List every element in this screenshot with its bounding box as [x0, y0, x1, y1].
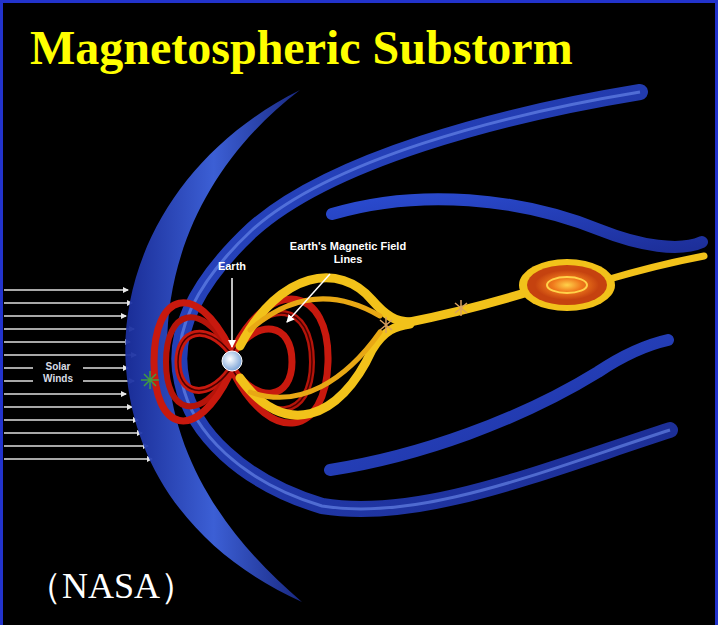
- tail-field-lines: [240, 256, 704, 415]
- leader-line: [287, 274, 330, 322]
- solar-wind-arrow: [4, 419, 138, 420]
- earth-globe: [222, 351, 242, 371]
- tail-field-line: [606, 256, 704, 280]
- magnetopause-highlight: [179, 92, 670, 509]
- field-line: [234, 299, 328, 423]
- tail-lobe-boundary: [330, 340, 668, 470]
- plasmoid: [519, 259, 615, 311]
- solar-wind-arrow: [4, 289, 128, 290]
- tail-field-line: [240, 324, 410, 415]
- plasmoid-core: [535, 270, 599, 300]
- solar-wind-arrow: [4, 393, 126, 394]
- dipole-field-lines: [154, 299, 328, 423]
- spark-symbol: [141, 371, 159, 389]
- spark-symbol: [455, 300, 467, 316]
- solar-winds-label: Solar Winds: [33, 360, 83, 385]
- leader-line: [231, 278, 233, 347]
- plasmoid-ring: [527, 265, 607, 305]
- solar-wind-arrow: [4, 302, 132, 303]
- tail-field-line: [250, 299, 380, 330]
- solar-wind-arrow: [4, 445, 148, 446]
- solar-wind-arrow: [4, 315, 126, 316]
- plasmoid-ring: [519, 259, 615, 311]
- spark-symbol: [380, 317, 392, 333]
- solar-wind-arrow: [4, 341, 130, 342]
- diagram-title: Magnetospheric Substorm: [30, 22, 573, 75]
- solar-wind-arrow: [4, 406, 132, 407]
- credit-label: （NASA）: [26, 566, 196, 607]
- field-lines-label: Earth's Magnetic Field Lines: [283, 240, 413, 265]
- solar-wind-arrow: [4, 458, 152, 459]
- solar-wind-arrow: [4, 432, 142, 433]
- tail-lobe-boundary: [332, 199, 702, 247]
- solar-wind-arrow: [4, 354, 136, 355]
- tail-field-line: [405, 292, 528, 323]
- field-line: [154, 303, 230, 421]
- bow-shock: [125, 90, 302, 602]
- tail-field-line: [250, 332, 380, 397]
- reconnection-spark: [141, 300, 467, 389]
- plasmoid-ring: [547, 277, 587, 293]
- magnetopause: [179, 92, 670, 509]
- solar-wind-arrow: [4, 328, 134, 329]
- earth-label: Earth: [218, 260, 246, 273]
